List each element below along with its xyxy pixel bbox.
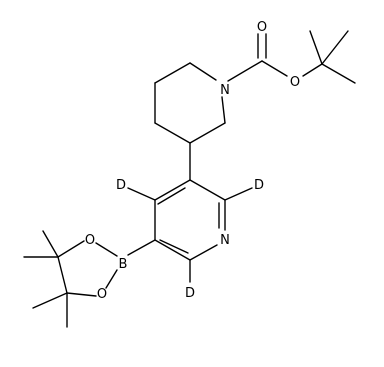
atom-deuterium-c6: D [185,286,195,301]
bond-pip-4 [154,122,191,144]
atom-deuterium-c2: D [254,178,264,193]
bond-pip-2 [154,62,191,84]
atom-boronate-oxygen-upper: O [85,233,95,248]
bond-tbu-me2 [321,30,349,65]
bond-me-a [42,230,59,258]
bond-o-c-upper [57,240,85,258]
bond-n-carbonyl [227,60,263,82]
boc-group [227,30,356,84]
bond-pyr-3 [154,239,191,261]
atom-pyridine-nitrogen: N [220,233,230,248]
bond-c-c [57,256,68,294]
bond-tbu-me3 [321,63,356,84]
atom-boron: B [119,257,128,272]
atom-boronate-oxygen-lower: O [97,287,107,302]
piperidine-ring [154,62,226,144]
pinacol-boronate [23,230,118,328]
bond-d-c4 [127,187,156,201]
bond-pyr-1-inner [157,187,186,205]
bond-pip-1 [189,62,217,81]
bond-pyr-3-inner [159,239,189,254]
atom-ester-oxygen: O [290,75,300,90]
atom-piperidine-nitrogen: N [220,83,230,98]
bond-b-o-lower [105,269,118,289]
bond-pyr-1 [154,179,191,201]
bond-ester-o-tbu [302,63,323,77]
bond-b-o-upper [95,242,118,257]
bond-carbonyl-ester-o [261,60,288,77]
bond-tbu-me1 [309,30,323,65]
bond-pip-6 [221,96,226,124]
pyridine-ring [154,179,226,261]
bond-pyr-4 [189,244,218,261]
atom-carbonyl-oxygen: O [257,20,267,35]
bond-pip-5 [189,122,226,144]
bond-me-c [32,292,68,309]
bond-ring-boron [127,239,156,256]
bond-d-c2 [224,187,253,201]
bond-pyr-6 [189,179,226,201]
bond-o-c-lower [66,292,97,297]
atom-deuterium-c4: D [116,178,126,193]
